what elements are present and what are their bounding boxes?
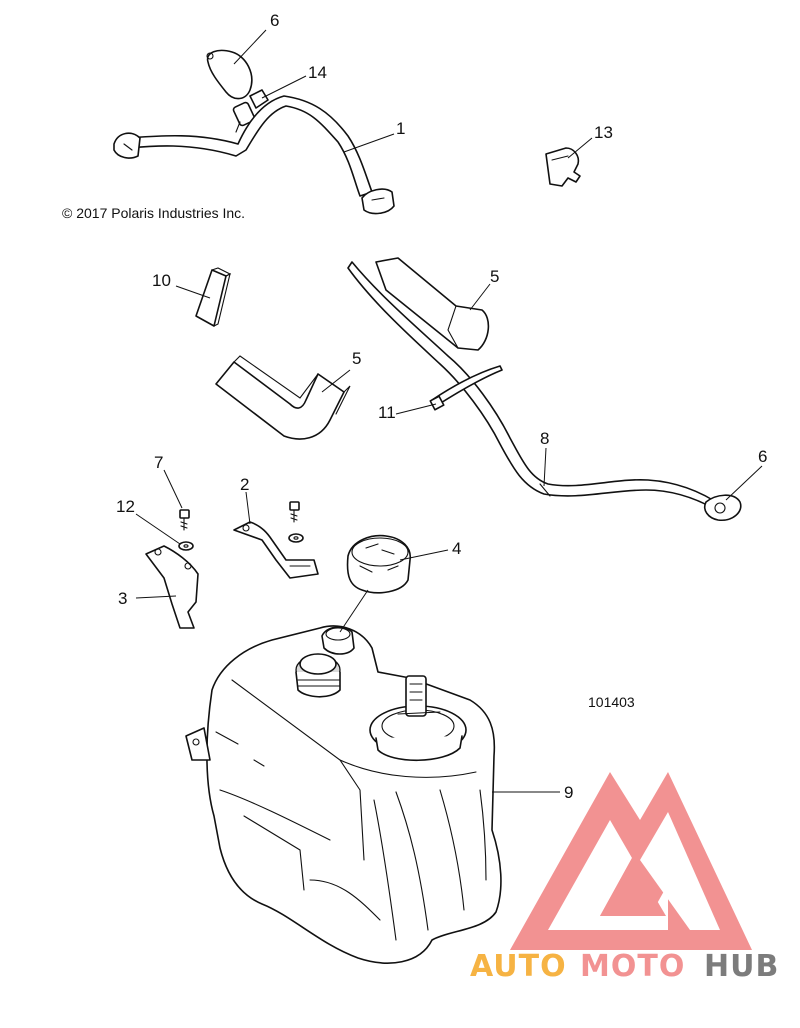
callout-6-lower: 6: [758, 447, 767, 466]
callout-6-upper: 6: [270, 11, 279, 30]
callout-7: 7: [154, 453, 163, 472]
callout-10: 10: [152, 271, 171, 290]
logo-word-hub: HUB: [704, 949, 779, 984]
part-7-screw: [179, 509, 190, 531]
part-7-screw-second: [289, 501, 300, 523]
callout-2: 2: [240, 475, 249, 494]
leader-lines: [135, 29, 763, 793]
part-4-fuel-cap: [346, 534, 411, 594]
automotohub-logo: AUTO MOTO HUB: [470, 772, 779, 984]
callout-3: 3: [118, 589, 127, 608]
callout-labels: 6 14 1 13 10 5 5 11 8 6 7 12 2 3 4 9: [116, 11, 767, 802]
callout-5-right: 5: [490, 267, 499, 286]
callout-1: 1: [396, 119, 405, 138]
callout-11: 11: [378, 403, 396, 422]
copyright-text: © 2017 Polaris Industries Inc.: [62, 205, 245, 221]
part-5-foam-right: [375, 257, 490, 351]
callout-8: 8: [540, 429, 549, 448]
part-6-lower-clamp: [703, 494, 742, 522]
callout-12: 12: [116, 497, 135, 516]
callout-4: 4: [452, 539, 461, 558]
part-12-washer-second: [288, 533, 304, 543]
part-10-foam-pad: [195, 267, 232, 327]
part-14-vent-valve: [232, 89, 269, 133]
callout-9: 9: [564, 783, 573, 802]
part-6-upper-clamp: [206, 49, 253, 100]
part-13-clip: [545, 147, 581, 187]
part-9-fuel-tank: [185, 625, 502, 964]
callout-14: 14: [308, 63, 327, 82]
logo-word-auto: AUTO: [470, 949, 567, 984]
callout-5-left: 5: [352, 349, 361, 368]
callout-13: 13: [594, 123, 613, 142]
part-5-foam-left: [215, 355, 351, 440]
logo-word-moto: MOTO: [580, 949, 685, 984]
part-1-vent-hose: [113, 95, 395, 215]
part-3-bracket: [145, 545, 199, 629]
part-12-washer: [178, 541, 194, 551]
document-number: 101403: [588, 694, 635, 710]
part-2-bracket: [233, 521, 319, 579]
